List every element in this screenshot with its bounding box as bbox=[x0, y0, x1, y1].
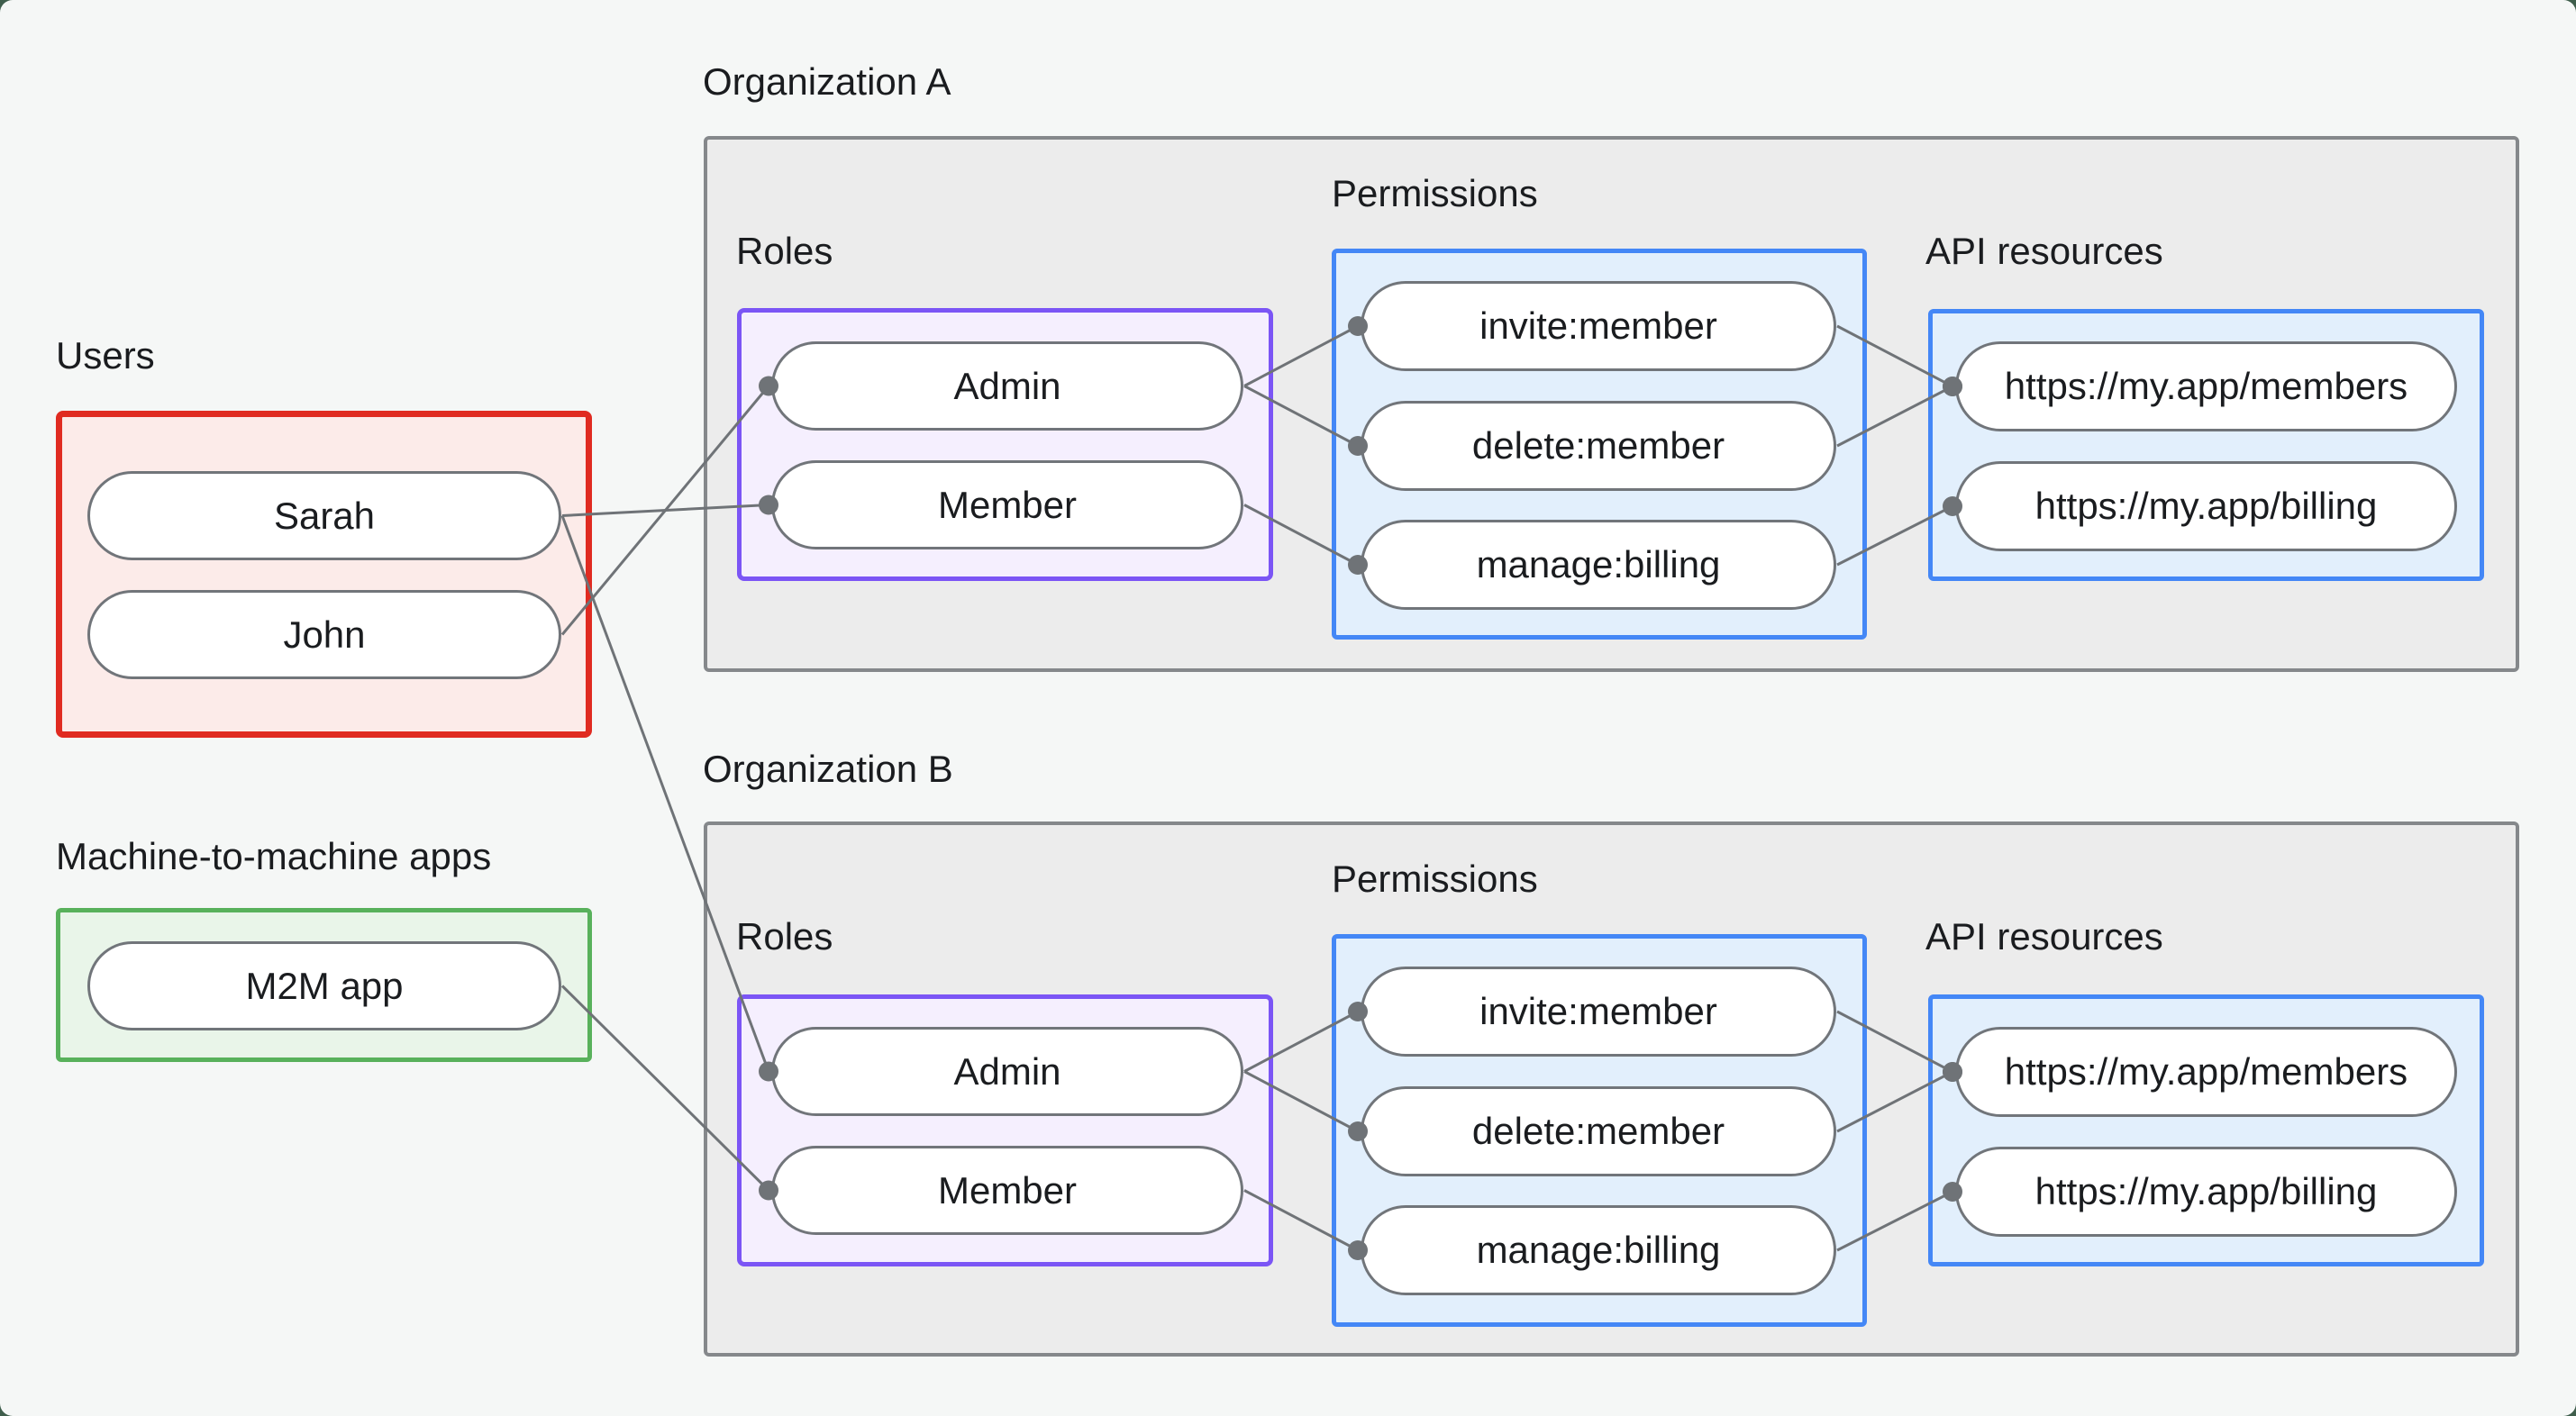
node-org-b-admin: Admin bbox=[771, 1027, 1243, 1116]
org-a-api-label: API resources bbox=[1925, 230, 2163, 272]
org-b-label: Organization B bbox=[703, 748, 953, 790]
node-sarah: Sarah bbox=[87, 471, 561, 560]
org-b-api-label: API resources bbox=[1925, 915, 2163, 958]
node-org-b-member: Member bbox=[771, 1146, 1243, 1235]
node-org-a-member: Member bbox=[771, 460, 1243, 549]
org-a-permissions-label: Permissions bbox=[1332, 172, 1538, 214]
org-a-label: Organization A bbox=[703, 60, 951, 103]
users-box bbox=[56, 411, 592, 738]
node-org-a-manage: manage:billing bbox=[1361, 520, 1836, 610]
org-b-permissions-label: Permissions bbox=[1332, 858, 1538, 900]
node-org-b-members-api: https://my.app/members bbox=[1955, 1027, 2457, 1117]
node-org-a-admin: Admin bbox=[771, 341, 1243, 431]
node-org-b-billing-api: https://my.app/billing bbox=[1955, 1147, 2457, 1237]
node-org-a-billing-api: https://my.app/billing bbox=[1955, 461, 2457, 551]
users-group-label: Users bbox=[56, 334, 155, 377]
node-org-b-invite: invite:member bbox=[1361, 967, 1836, 1057]
node-org-a-members-api: https://my.app/members bbox=[1955, 341, 2457, 431]
m2m-group-label: Machine-to-machine apps bbox=[56, 835, 492, 877]
node-org-b-delete: delete:member bbox=[1361, 1086, 1836, 1176]
org-b-roles-label: Roles bbox=[736, 915, 833, 958]
node-m2m-app: M2M app bbox=[87, 941, 561, 1030]
node-org-b-manage: manage:billing bbox=[1361, 1205, 1836, 1295]
org-a-roles-label: Roles bbox=[736, 230, 833, 272]
node-john: John bbox=[87, 590, 561, 679]
node-org-a-invite: invite:member bbox=[1361, 281, 1836, 371]
node-org-a-delete: delete:member bbox=[1361, 401, 1836, 491]
